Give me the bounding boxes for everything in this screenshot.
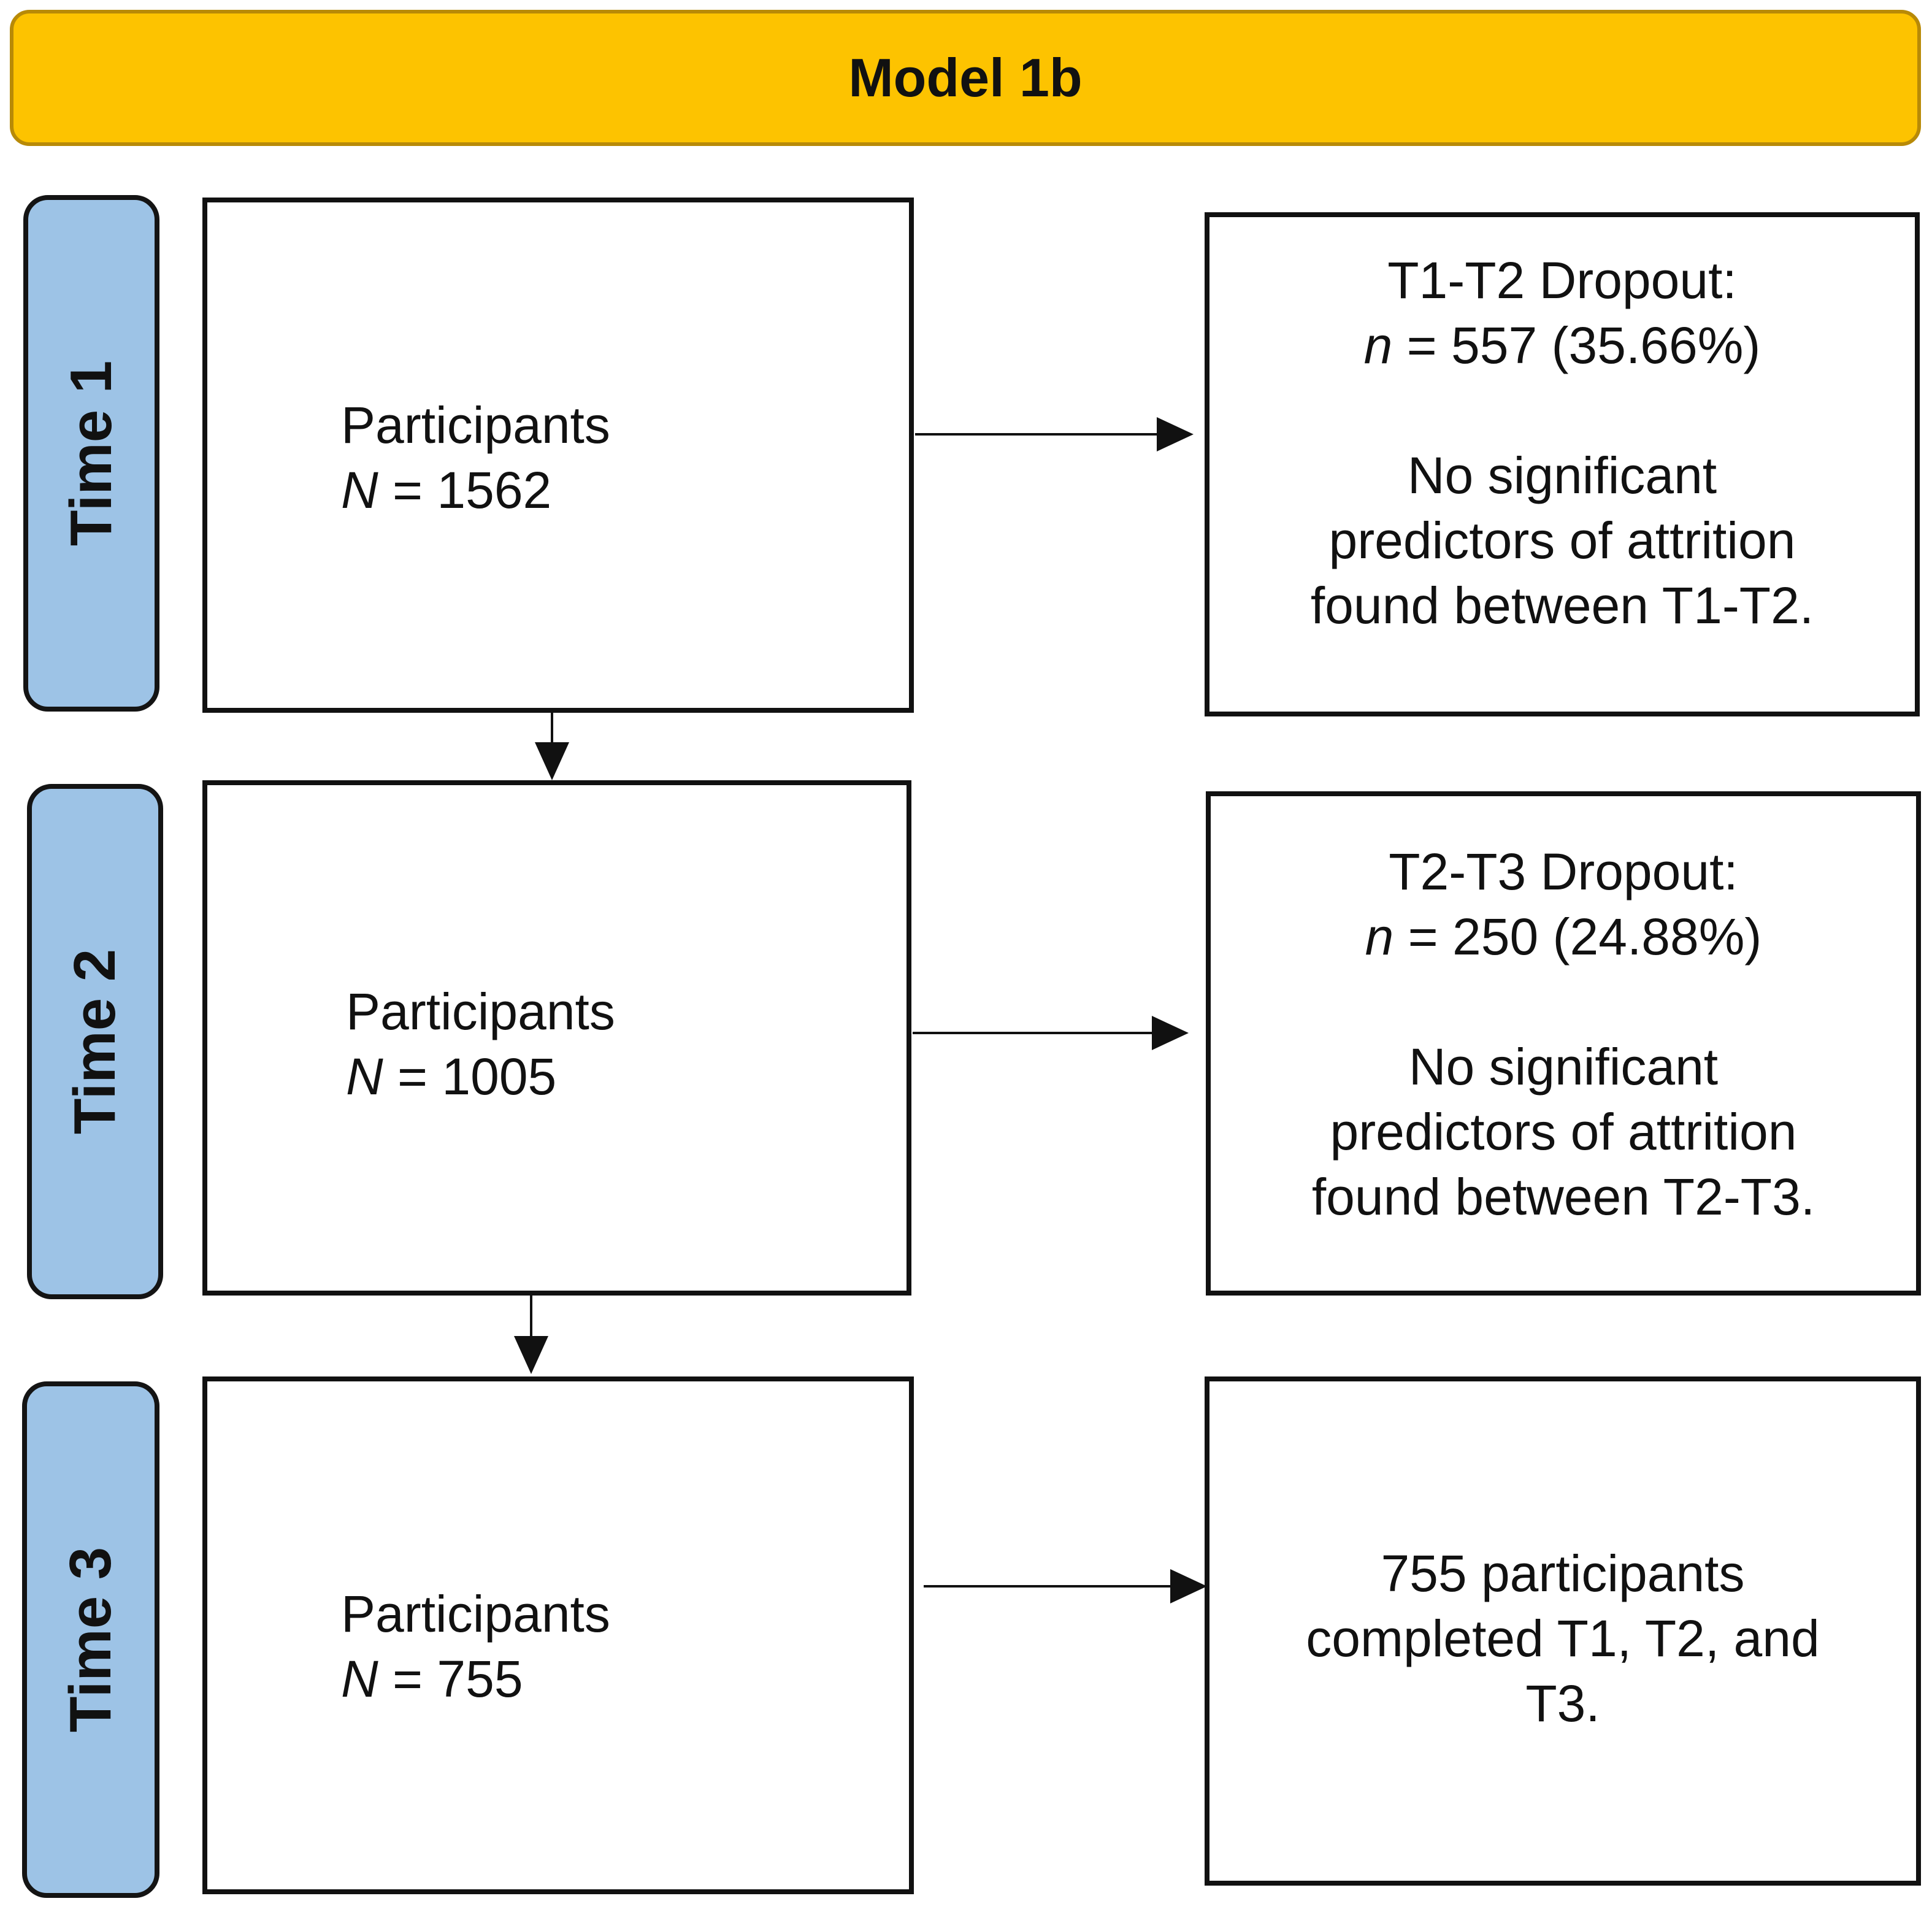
participants-box-time-2: Participants N = 1005 [202, 780, 911, 1296]
dropout-text-t1-t2: T1-T2 Dropout: n = 557 (35.66%) No signi… [1209, 248, 1915, 638]
arrowhead-time3-right [1170, 1569, 1207, 1603]
dropout-text-t2-t3: T2-T3 Dropout: n = 250 (24.88%) No signi… [1211, 839, 1916, 1229]
dropout-count: n = 557 (35.66%) [1209, 313, 1915, 378]
participants-box-time-3: Participants N = 755 [202, 1376, 914, 1894]
n-value: = 755 [393, 1650, 523, 1708]
dropout-box-t1-t2: T1-T2 Dropout: n = 557 (35.66%) No signi… [1205, 212, 1920, 716]
model-title-banner: Model 1b [10, 10, 1921, 146]
dropout-heading: T1-T2 Dropout: [1387, 251, 1737, 309]
dropout-heading: T2-T3 Dropout: [1389, 843, 1738, 900]
completion-box: 755 participants completed T1, T2, and T… [1205, 1376, 1921, 1886]
time-3-tab: Time 3 [22, 1381, 159, 1898]
dropout-value: = 250 (24.88%) [1408, 908, 1762, 966]
participants-count: N = 755 [341, 1646, 610, 1711]
n-symbol: n [1363, 317, 1393, 374]
dropout-count: n = 250 (24.88%) [1211, 904, 1916, 969]
n-symbol: N [346, 1048, 383, 1105]
arrowhead-time2-right [1152, 1016, 1189, 1050]
participants-text-time-3: Participants N = 755 [341, 1581, 610, 1711]
arrowhead-time2-down [514, 1336, 548, 1374]
completion-line: completed T1, T2, and [1306, 1610, 1820, 1667]
n-symbol: n [1365, 908, 1394, 966]
participants-count: N = 1562 [341, 458, 610, 523]
model-title: Model 1b [848, 47, 1083, 108]
time-2-tab: Time 2 [27, 784, 163, 1299]
note-line: predictors of attrition [1330, 1103, 1797, 1161]
n-value: = 1005 [397, 1048, 557, 1105]
n-symbol: N [341, 461, 378, 519]
note-line: predictors of attrition [1328, 512, 1796, 569]
participants-text-time-2: Participants N = 1005 [346, 979, 615, 1109]
dropout-value: = 557 (35.66%) [1406, 317, 1761, 374]
arrowhead-time1-right [1157, 417, 1194, 451]
participants-label: Participants [341, 1585, 610, 1643]
participants-text-time-1: Participants N = 1562 [341, 393, 610, 523]
note-line: No significant [1408, 1038, 1719, 1096]
arrowhead-time1-down [535, 742, 569, 780]
participants-label: Participants [341, 396, 610, 454]
n-symbol: N [341, 1650, 378, 1708]
completion-line: T3. [1525, 1675, 1600, 1732]
participants-count: N = 1005 [346, 1044, 615, 1109]
n-value: = 1562 [393, 461, 552, 519]
participants-box-time-1: Participants N = 1562 [202, 198, 914, 713]
completion-line: 755 participants [1381, 1545, 1745, 1602]
note-line: found between T1-T2. [1310, 577, 1814, 634]
note-line: No significant [1407, 447, 1717, 504]
dropout-box-t2-t3: T2-T3 Dropout: n = 250 (24.88%) No signi… [1206, 791, 1921, 1296]
note-line: found between T2-T3. [1311, 1168, 1815, 1226]
completion-text: 755 participants completed T1, T2, and T… [1209, 1541, 1916, 1736]
participants-label: Participants [346, 983, 615, 1040]
time-1-tab: Time 1 [23, 195, 159, 712]
